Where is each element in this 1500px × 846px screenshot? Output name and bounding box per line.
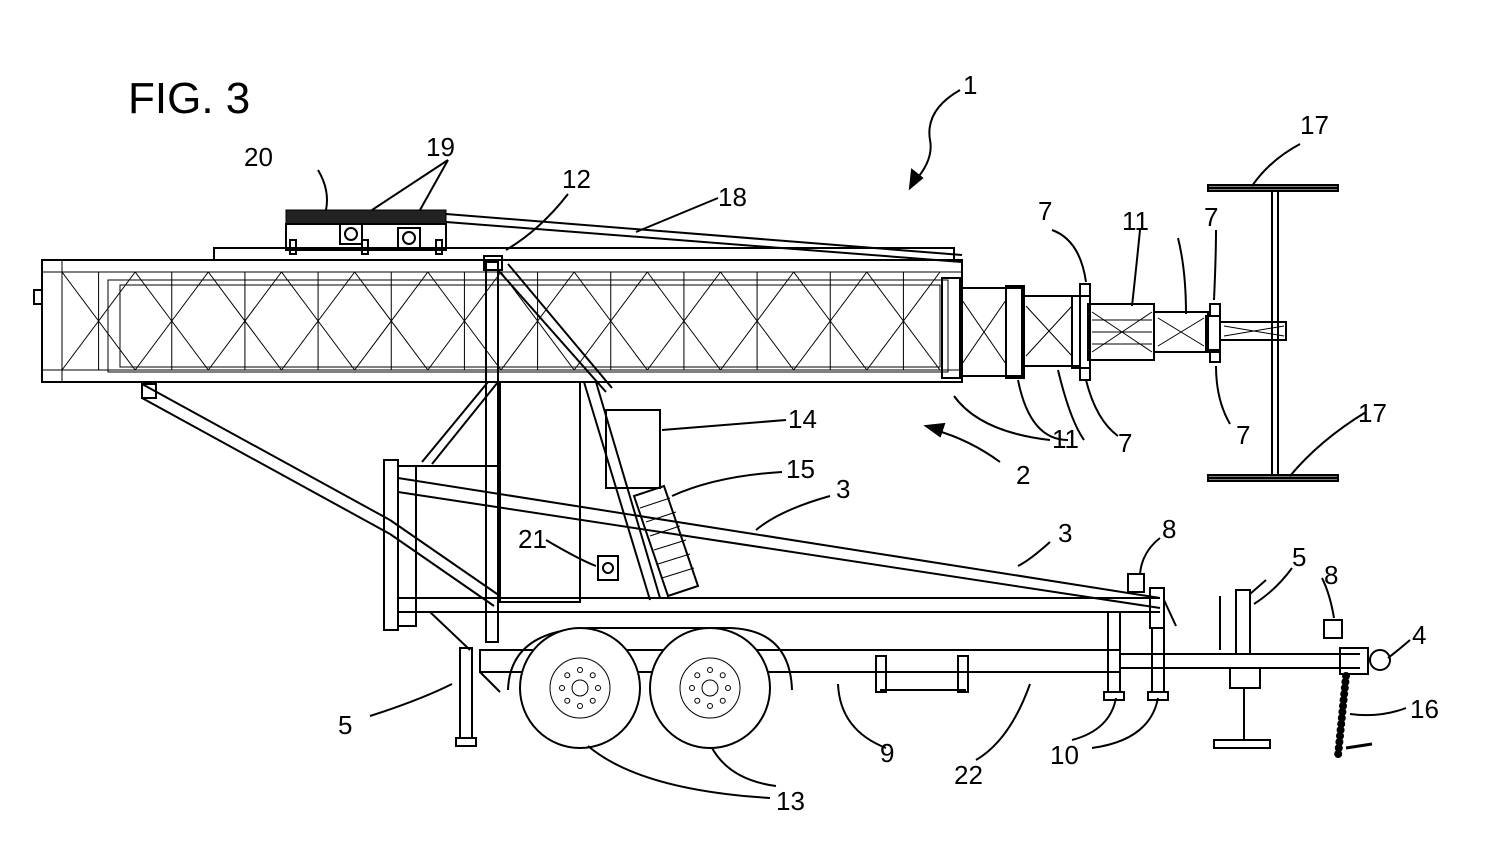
label-9: 9 (880, 738, 894, 768)
label-19: 19 (426, 132, 455, 162)
pulley-top-2 (1210, 304, 1220, 316)
wheels (508, 628, 792, 748)
label-16: 16 (1410, 694, 1439, 724)
label-21: 21 (518, 524, 547, 554)
figure-title: FIG. 3 (128, 74, 250, 123)
label-7c: 7 (1118, 428, 1132, 458)
label-15: 15 (786, 454, 815, 484)
label-17b: 17 (1358, 398, 1387, 428)
label-3b: 3 (1058, 518, 1072, 548)
label-11b: 11 (1052, 424, 1079, 454)
label-12: 12 (562, 164, 591, 194)
label-1: 1 (963, 70, 977, 100)
pulley-top-1 (1080, 284, 1090, 296)
front-jack (1236, 590, 1250, 654)
label-5a: 5 (338, 710, 352, 740)
label-7d: 7 (1236, 420, 1250, 450)
wheel-front (650, 628, 770, 748)
solar-panel (286, 210, 446, 224)
rear-support-strut (142, 384, 500, 606)
label-17a: 17 (1300, 110, 1329, 140)
control-box (606, 410, 660, 488)
label-13: 13 (776, 786, 805, 816)
solar-panel-assembly (214, 210, 962, 262)
label-11a: 11 (1122, 206, 1149, 236)
pulley-bottom-1 (1080, 368, 1090, 380)
label-14: 14 (788, 404, 817, 434)
mast-section-2 (962, 288, 1022, 376)
label-10: 10 (1050, 740, 1079, 770)
rear-upright (384, 460, 398, 630)
outlet (598, 556, 618, 580)
label-7a: 7 (1038, 196, 1052, 226)
label-2: 2 (1016, 460, 1030, 490)
light-8a (1128, 574, 1144, 592)
label-7b: 7 (1204, 202, 1218, 232)
label-8a: 8 (1162, 514, 1176, 544)
wheel-rear (520, 628, 640, 748)
rear-jack (460, 648, 472, 738)
label-20: 20 (244, 142, 273, 172)
label-5b: 5 (1292, 542, 1306, 572)
hitch-coupler (1370, 650, 1390, 670)
label-22: 22 (954, 760, 983, 790)
label-18: 18 (718, 182, 747, 212)
mast-outer-section (42, 260, 962, 382)
light-8b (1324, 620, 1342, 638)
label-8b: 8 (1324, 560, 1338, 590)
label-4: 4 (1412, 620, 1426, 650)
label-3a: 3 (836, 474, 850, 504)
